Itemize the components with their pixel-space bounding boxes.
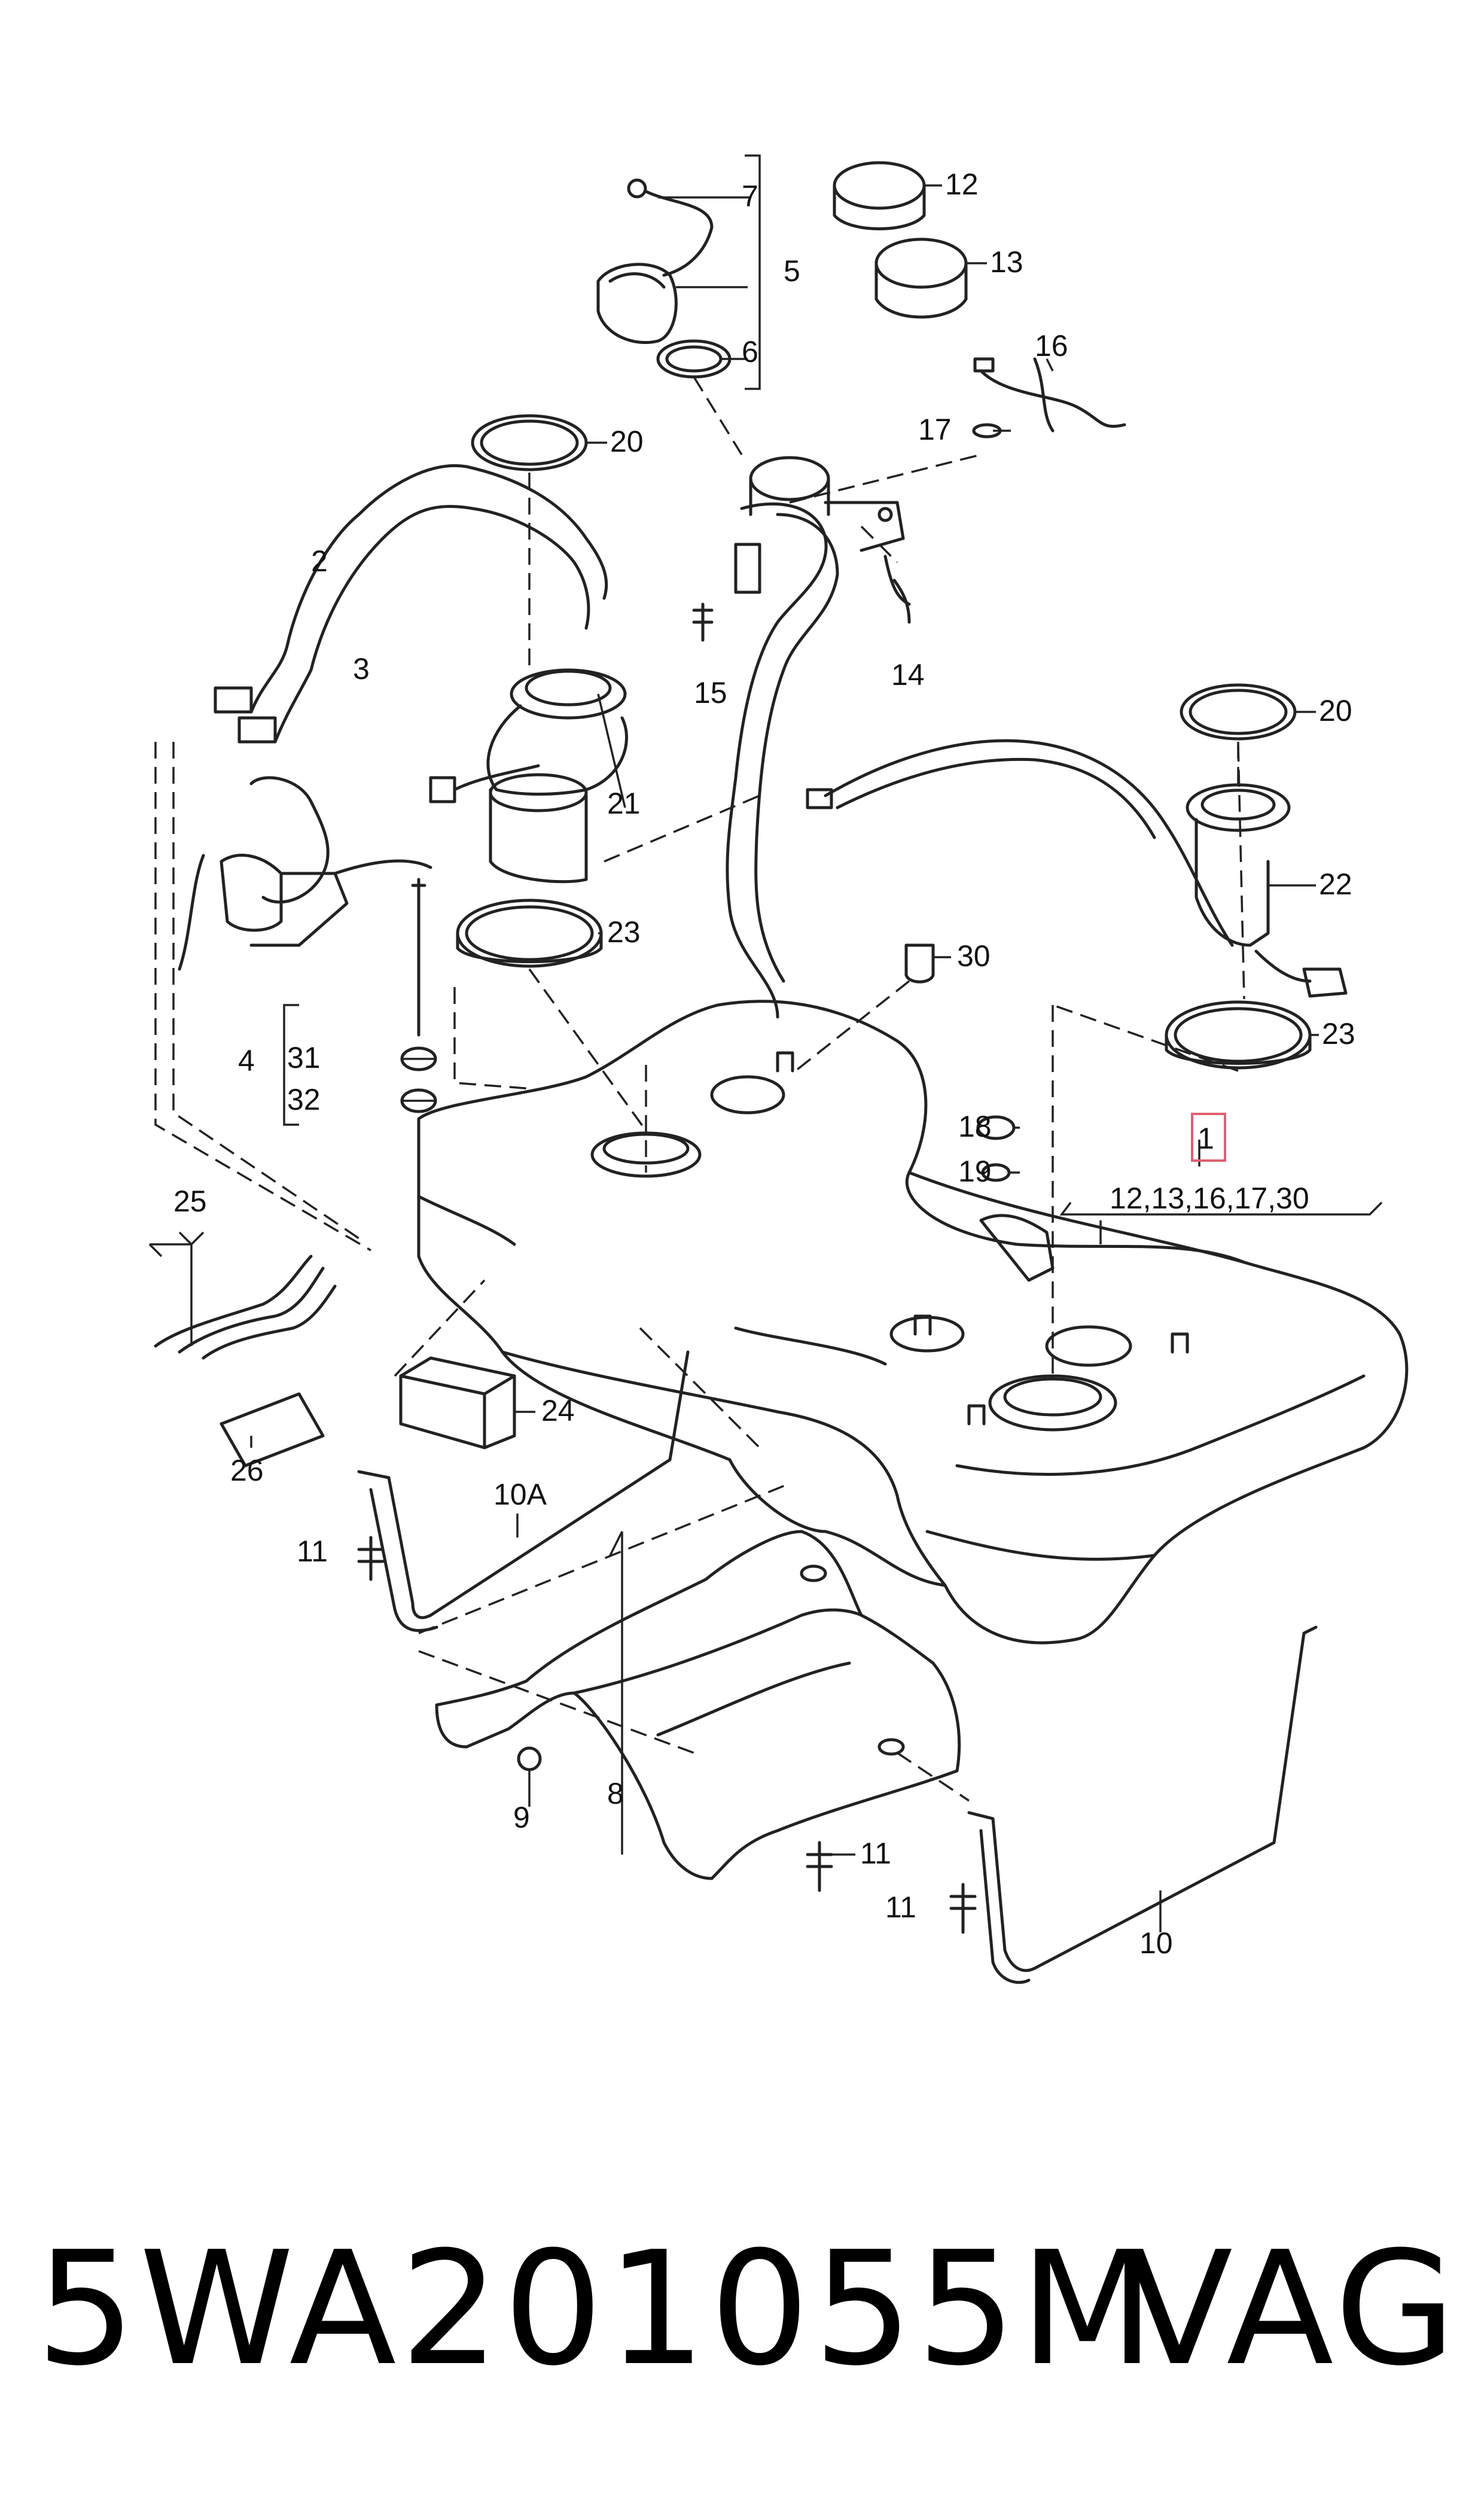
label-part-4: 4 bbox=[238, 1044, 255, 1077]
leader-lines bbox=[148, 154, 1383, 1932]
label-part-31: 31 bbox=[287, 1041, 321, 1074]
dashed-leaders bbox=[154, 376, 1245, 1802]
seal-ring-20-right bbox=[1180, 683, 1297, 741]
module-24 bbox=[399, 1356, 516, 1450]
seal-ring-20-left bbox=[471, 414, 588, 471]
label-part-30: 30 bbox=[957, 939, 991, 973]
vent-hose-harness bbox=[972, 357, 1126, 439]
label-part-20-left: 20 bbox=[610, 425, 644, 458]
fuel-lines bbox=[214, 464, 608, 744]
label-part-23-right: 23 bbox=[1322, 1017, 1355, 1051]
label-part-10a: 10A bbox=[493, 1478, 547, 1511]
label-part-13: 13 bbox=[990, 245, 1023, 279]
label-part-24: 24 bbox=[541, 1394, 575, 1427]
valve-30 bbox=[904, 943, 935, 984]
fuel-pump-module bbox=[429, 668, 628, 884]
label-part-26: 26 bbox=[230, 1454, 264, 1487]
label-kit-contents: 12,13,16,17,30 bbox=[1110, 1182, 1309, 1215]
label-part-16: 16 bbox=[1035, 329, 1068, 363]
label-part-17: 17 bbox=[918, 413, 952, 446]
label-part-1: 1 bbox=[1197, 1122, 1214, 1155]
label-part-10: 10 bbox=[1139, 1926, 1173, 1960]
wiring-harness bbox=[154, 1255, 337, 1467]
highlight-box bbox=[1191, 1113, 1226, 1162]
footer: 5WA201055M VAG bbox=[36, 2208, 1459, 2411]
label-part-18: 18 bbox=[958, 1110, 992, 1143]
screw-11a bbox=[357, 1536, 385, 1581]
label-part-21: 21 bbox=[607, 787, 641, 820]
screw-11b bbox=[806, 1841, 833, 1892]
label-part-7: 7 bbox=[742, 179, 758, 213]
strap-10 bbox=[967, 1625, 1318, 1972]
label-part-23-left: 23 bbox=[607, 915, 641, 949]
vent-line bbox=[824, 739, 1234, 947]
label-part-20-right: 20 bbox=[1319, 694, 1352, 727]
label-part-5: 5 bbox=[784, 254, 800, 288]
heat-shield bbox=[435, 1530, 961, 1880]
label-part-19: 19 bbox=[958, 1155, 992, 1188]
label-part-12: 12 bbox=[945, 168, 979, 201]
label-part-2: 2 bbox=[311, 544, 328, 578]
nut-9 bbox=[517, 1746, 542, 1771]
label-part-32: 32 bbox=[287, 1083, 321, 1116]
filler-neck bbox=[726, 456, 911, 1019]
part-number: 5WA201055M bbox=[36, 2218, 1159, 2400]
label-part-8: 8 bbox=[607, 1777, 624, 1810]
label-part-14: 14 bbox=[891, 658, 925, 692]
label-part-25: 25 bbox=[173, 1185, 207, 1218]
brand-name: VAG bbox=[1125, 2218, 1459, 2400]
fuel-tank bbox=[417, 1000, 1409, 1645]
strap-10a bbox=[357, 1350, 690, 1619]
filler-cap-assembly bbox=[596, 178, 732, 379]
label-part-3: 3 bbox=[353, 652, 370, 686]
label-part-22: 22 bbox=[1319, 867, 1352, 901]
label-part-11-middle: 11 bbox=[860, 1837, 891, 1870]
label-part-15: 15 bbox=[694, 676, 727, 710]
label-part-11-left: 11 bbox=[297, 1534, 328, 1568]
label-part-6: 6 bbox=[742, 335, 758, 369]
pump-control-unit bbox=[178, 776, 432, 1037]
label-part-11-right: 11 bbox=[885, 1890, 916, 1924]
label-part-9: 9 bbox=[513, 1801, 530, 1834]
